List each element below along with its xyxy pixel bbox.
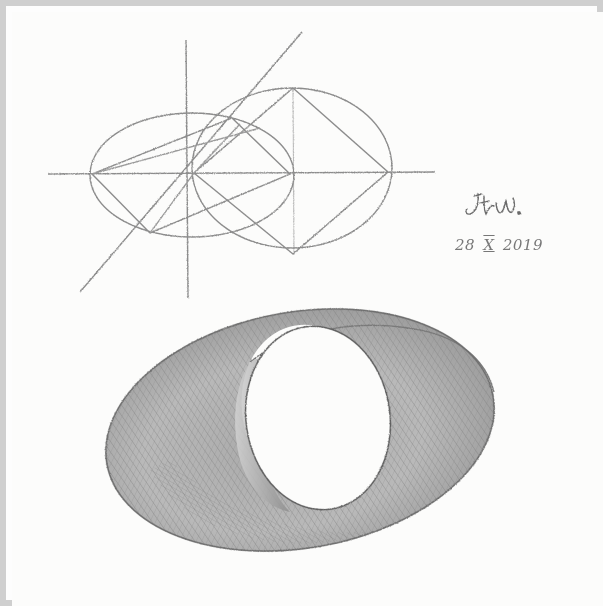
torus-shadow-bottom — [150, 460, 380, 544]
left-ellipse — [89, 112, 295, 238]
torus-hole — [244, 325, 392, 511]
torus-outline — [105, 308, 495, 552]
chord-line — [149, 172, 195, 234]
date-day: 28 — [455, 236, 476, 254]
chord-line — [193, 123, 241, 174]
left-rhombus — [90, 117, 292, 234]
diagonal-line — [79, 31, 303, 293]
right-rhombus — [192, 87, 390, 255]
date-year: 2019 — [502, 236, 544, 254]
signature-mark — [465, 193, 521, 216]
drawing-date: 28 X 2019 — [455, 236, 543, 254]
date-month: X — [483, 236, 495, 254]
construction-diagram — [47, 31, 436, 299]
vertical-axis-line — [185, 39, 189, 299]
chord-line — [91, 127, 261, 175]
right-ellipse — [191, 87, 393, 249]
torus-drawing — [105, 308, 495, 552]
horizontal-axis-line — [47, 171, 436, 175]
